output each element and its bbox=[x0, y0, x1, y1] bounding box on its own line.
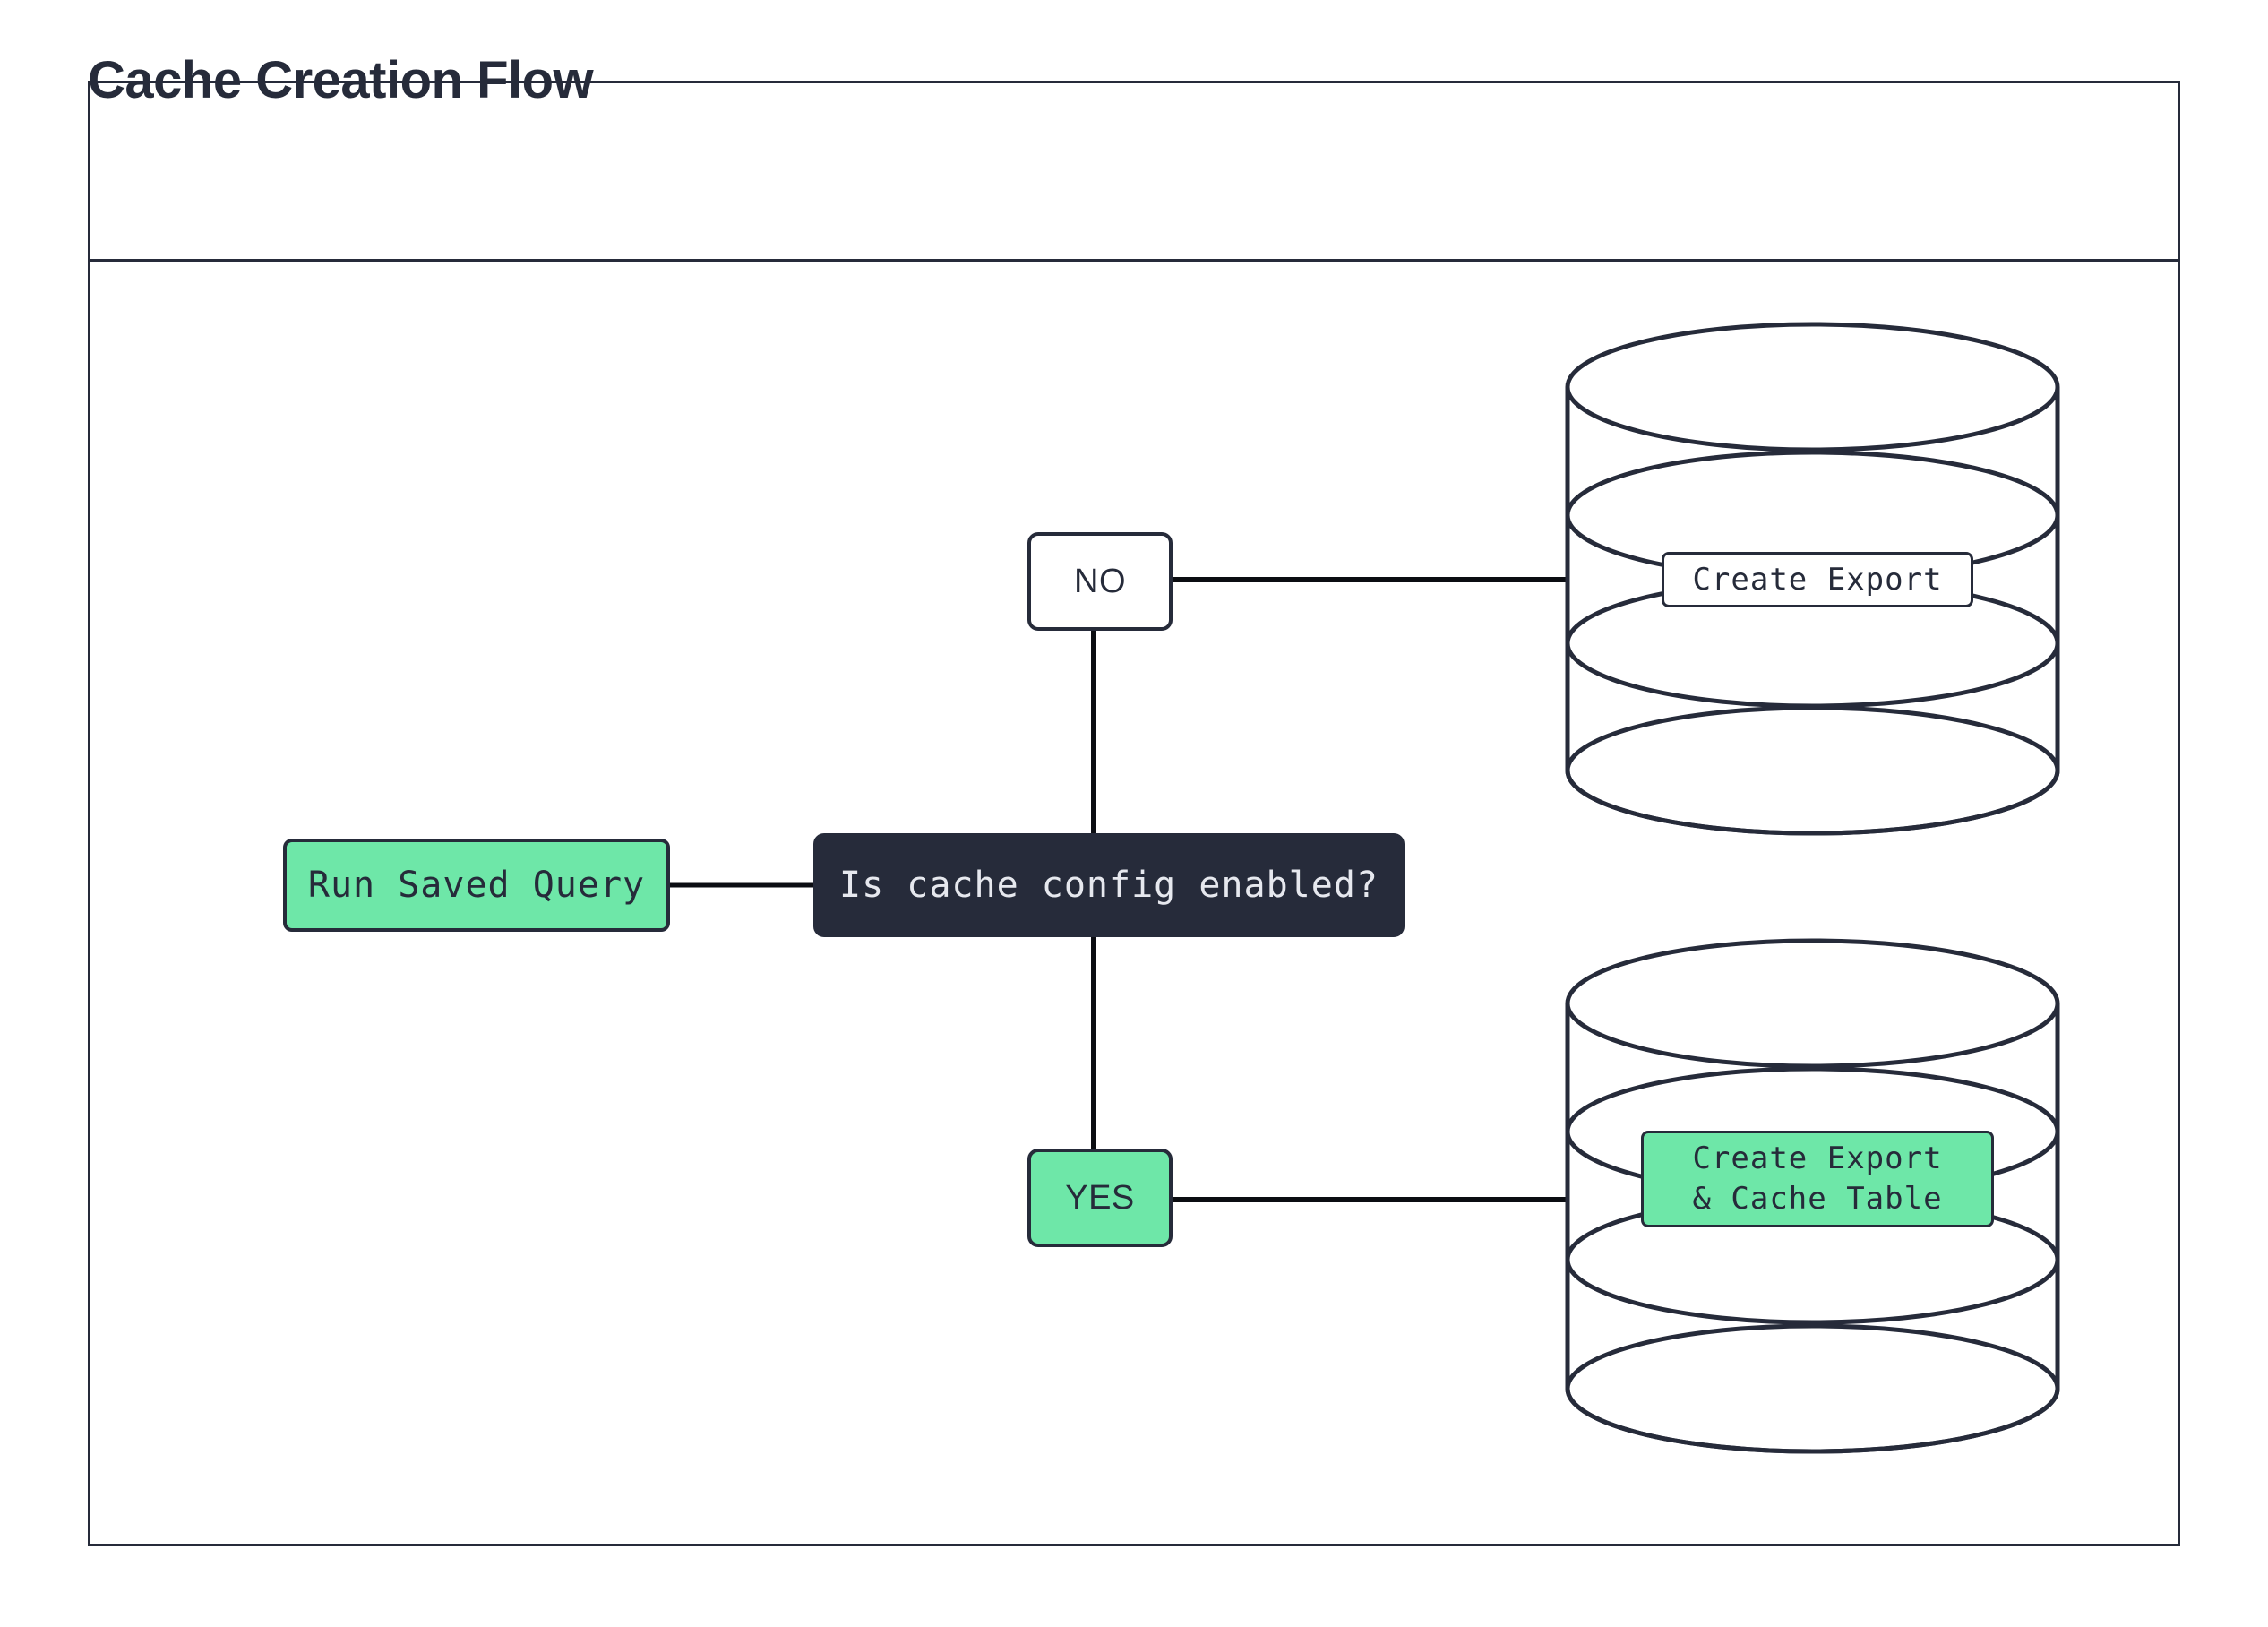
node-create-export-cache-line2: & Cache Table bbox=[1692, 1181, 1943, 1217]
node-create-export-cache-line1: Create Export bbox=[1692, 1141, 1943, 1177]
node-run-saved-query[interactable]: Run Saved Query bbox=[283, 839, 670, 932]
node-create-export-cache-text: Create Export & Cache Table bbox=[1692, 1139, 1942, 1219]
diagram-header bbox=[90, 83, 2178, 262]
diagram-frame bbox=[88, 81, 2180, 1546]
page-title: Cache Creation Flow bbox=[88, 51, 594, 109]
node-branch-no[interactable]: NO bbox=[1027, 532, 1173, 631]
node-create-export-and-cache-table[interactable]: Create Export & Cache Table bbox=[1641, 1131, 1994, 1227]
node-create-export[interactable]: Create Export bbox=[1662, 552, 1973, 607]
node-branch-yes[interactable]: YES bbox=[1027, 1149, 1173, 1247]
node-decision-is-cache-config-enabled[interactable]: Is cache config enabled? bbox=[813, 833, 1405, 937]
